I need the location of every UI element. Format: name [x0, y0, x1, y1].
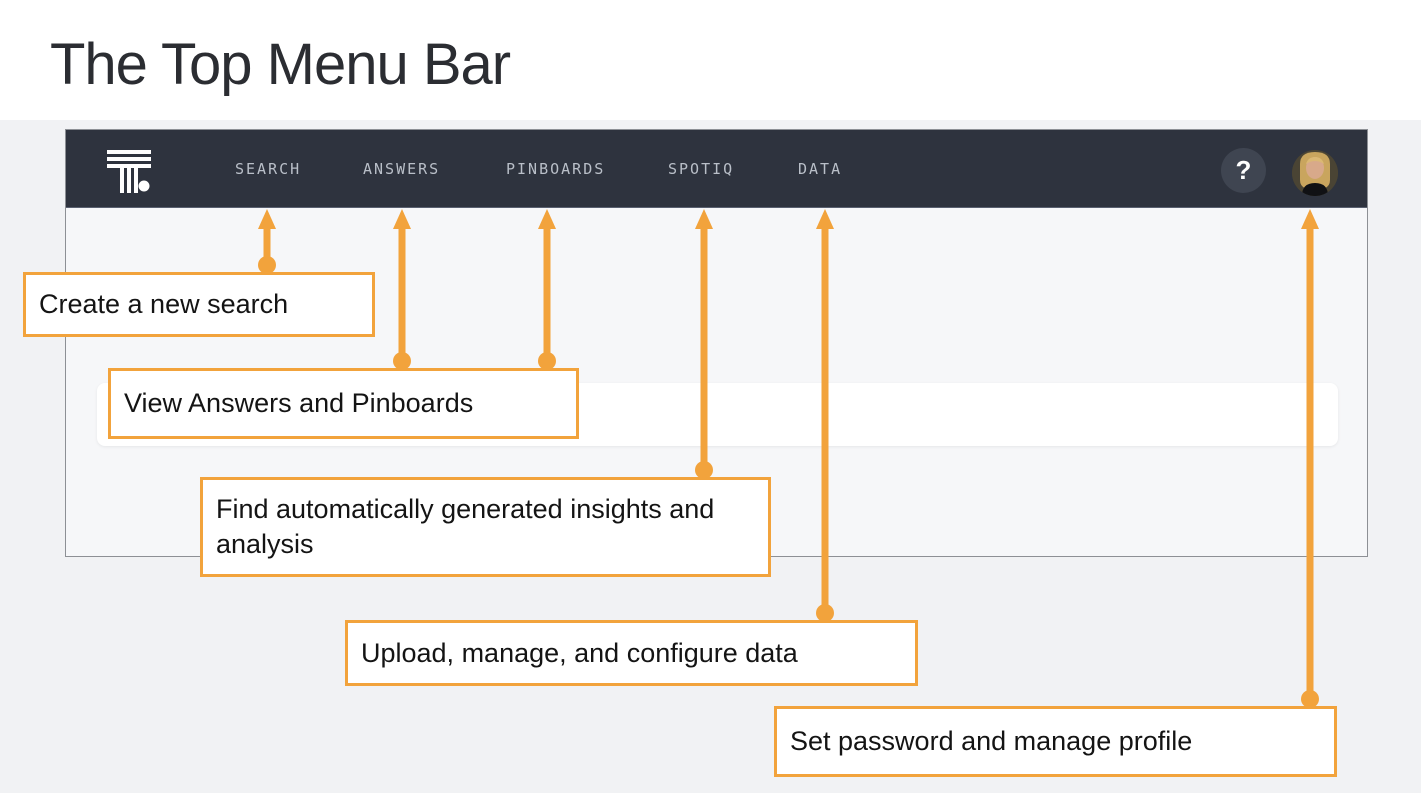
question-mark-icon: ? — [1235, 155, 1252, 185]
callout-text: Create a new search — [39, 289, 289, 319]
callout-text: Find automatically generated insights an… — [216, 494, 715, 559]
callout-text: Upload, manage, and configure data — [361, 637, 798, 668]
avatar-portrait-icon — [1292, 150, 1338, 196]
arrow-to-spotiq — [695, 209, 713, 479]
nav-item-answers[interactable]: ANSWERS — [363, 160, 441, 178]
callout-text: Set password and manage profile — [790, 726, 1193, 756]
arrow-to-pinboards — [538, 209, 556, 370]
nav-item-pinboards[interactable]: PINBOARDS — [506, 160, 606, 178]
thoughtspot-logo-icon[interactable] — [106, 148, 152, 194]
header-strip: The Top Menu Bar — [0, 0, 1421, 120]
nav-item-data[interactable]: DATA — [798, 160, 843, 178]
arrow-to-search — [258, 209, 276, 274]
callout-manage-profile: Set password and manage profile — [774, 706, 1337, 777]
callout-spotiq-insights: Find automatically generated insights an… — [200, 477, 771, 577]
callout-manage-data: Upload, manage, and configure data — [345, 620, 918, 686]
nav-item-search[interactable]: SEARCH — [235, 160, 302, 178]
user-avatar[interactable] — [1292, 150, 1338, 196]
page-title: The Top Menu Bar — [50, 32, 511, 97]
callout-create-search: Create a new search — [23, 272, 375, 337]
arrow-to-profile — [1301, 209, 1319, 708]
callout-text: View Answers and Pinboards — [124, 388, 474, 418]
top-menu-bar: SEARCH ANSWERS PINBOARDS SPOTIQ DATA ? — [66, 130, 1367, 208]
callout-view-answers-pinboards: View Answers and Pinboards — [108, 368, 579, 439]
arrow-to-data — [816, 209, 834, 622]
help-button[interactable]: ? — [1221, 148, 1266, 193]
arrow-to-answers — [393, 209, 411, 370]
nav-item-spotiq[interactable]: SPOTIQ — [668, 160, 735, 178]
